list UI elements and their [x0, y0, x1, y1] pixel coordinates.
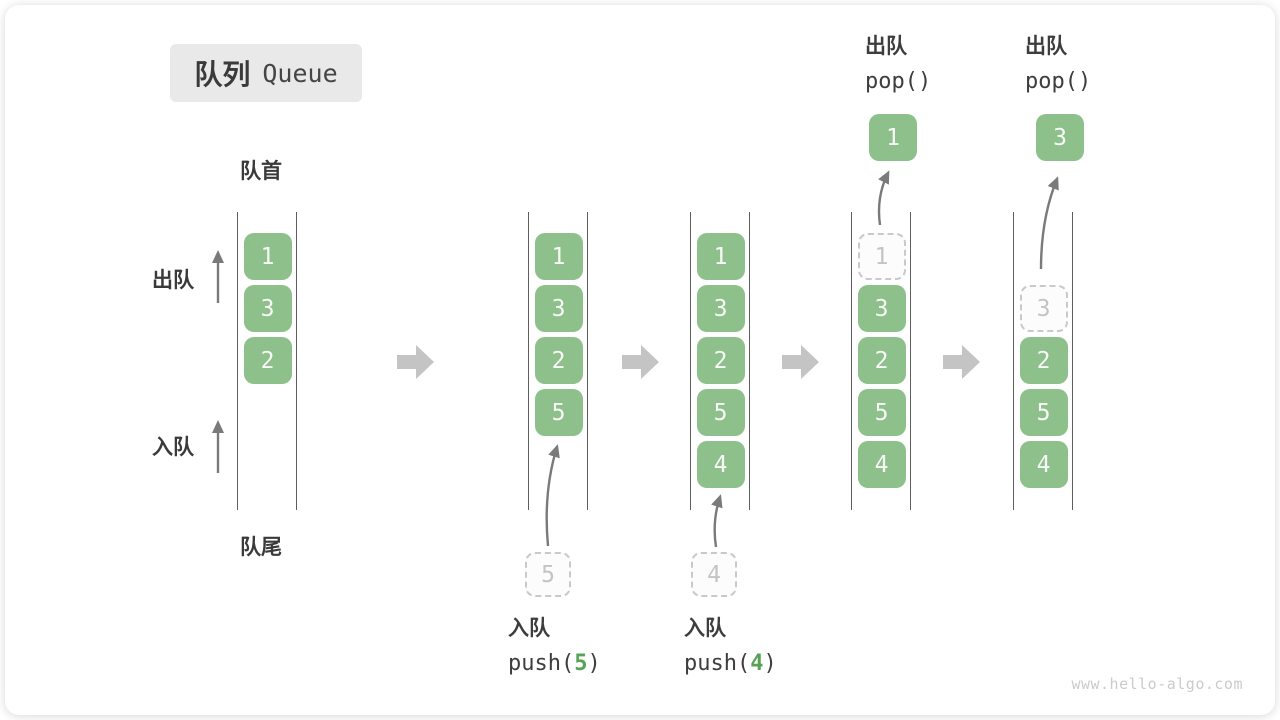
state-pop-1-element-2: 2	[857, 337, 906, 384]
state-push-4-enqueue-caption-code-arg: 4	[750, 651, 764, 676]
state-push-4-enqueue-caption: 入队 push(4)	[684, 612, 777, 682]
state-push-4-element-2: 2	[696, 337, 745, 384]
state-push-5-element-1: 1	[534, 233, 583, 280]
state-push-5-enqueue-caption-code-post: )	[587, 651, 601, 676]
state-pop-1-element-1: 1	[857, 233, 906, 280]
title-zh: 队列	[194, 59, 251, 90]
state-pop-3-dequeue-caption-code: pop()	[1025, 64, 1091, 100]
state-pop-3-dequeue-caption-zh: 出队	[1025, 35, 1067, 58]
state-pop-1-channel	[851, 212, 911, 510]
state-push-5-enqueue-caption-code-arg: 5	[574, 651, 588, 676]
title-en: Queue	[262, 58, 338, 88]
state-pop-3-element-4: 4	[1019, 441, 1068, 488]
state-pop-1-popped-element: 1	[869, 114, 917, 161]
title-box: 队列 Queue	[170, 44, 362, 102]
state-pop-3-dequeue-caption: 出队 pop()	[1025, 30, 1091, 100]
state-push-5-enqueue-caption: 入队 push(5)	[508, 612, 601, 682]
state-pop-3-channel	[1013, 212, 1073, 510]
state-push-5-staging-element: 5	[525, 552, 571, 597]
state-initial-element-2: 2	[243, 337, 292, 384]
watermark: www.hello-algo.com	[1071, 675, 1243, 693]
state-pop-1-dequeue-caption-code-pre: pop()	[865, 69, 932, 94]
state-pop-3-element-2: 2	[1019, 337, 1068, 384]
state-initial-element-1: 1	[243, 233, 292, 280]
state-pop-1-dequeue-caption: 出队 pop()	[865, 30, 931, 100]
label-enqueue: 入队	[152, 436, 194, 459]
state-pop-1-element-4: 4	[857, 441, 906, 488]
label-queue-front: 队首	[240, 160, 282, 183]
state-pop-1-element-5: 5	[857, 389, 906, 436]
state-pop-3-element-3: 3	[1019, 285, 1068, 332]
state-push-4-element-1: 1	[696, 233, 745, 280]
state-push-4-enqueue-caption-code-pre: push(	[684, 651, 751, 676]
state-pop-3-dequeue-caption-code-pre: pop()	[1025, 69, 1092, 94]
label-queue-rear: 队尾	[240, 536, 282, 559]
state-push-5-enqueue-caption-code: push(5)	[508, 646, 601, 682]
label-dequeue: 出队	[152, 269, 194, 292]
state-push-4-staging-element: 4	[691, 552, 737, 597]
state-push-4-channel	[690, 212, 750, 510]
state-push-5-element-5: 5	[534, 389, 583, 436]
state-push-5-enqueue-caption-code-pre: push(	[508, 651, 575, 676]
state-pop-1-dequeue-caption-code: pop()	[865, 64, 931, 100]
state-push-5-element-3: 3	[534, 285, 583, 332]
state-push-5-enqueue-caption-zh: 入队	[508, 617, 550, 640]
state-push-4-enqueue-caption-code-post: )	[763, 651, 777, 676]
state-initial-element-3: 3	[243, 285, 292, 332]
state-push-4-enqueue-caption-zh: 入队	[684, 617, 726, 640]
diagram-card	[5, 5, 1275, 715]
state-pop-1-element-3: 3	[857, 285, 906, 332]
state-push-5-element-2: 2	[534, 337, 583, 384]
state-push-4-enqueue-caption-code: push(4)	[684, 646, 777, 682]
state-pop-3-element-5: 5	[1019, 389, 1068, 436]
state-pop-3-popped-element: 3	[1036, 114, 1084, 161]
state-initial-channel	[237, 212, 297, 510]
state-push-4-element-5: 5	[696, 389, 745, 436]
state-push-4-element-3: 3	[696, 285, 745, 332]
state-push-4-element-4: 4	[696, 441, 745, 488]
state-pop-1-dequeue-caption-zh: 出队	[865, 35, 907, 58]
state-push-5-channel	[528, 212, 588, 510]
